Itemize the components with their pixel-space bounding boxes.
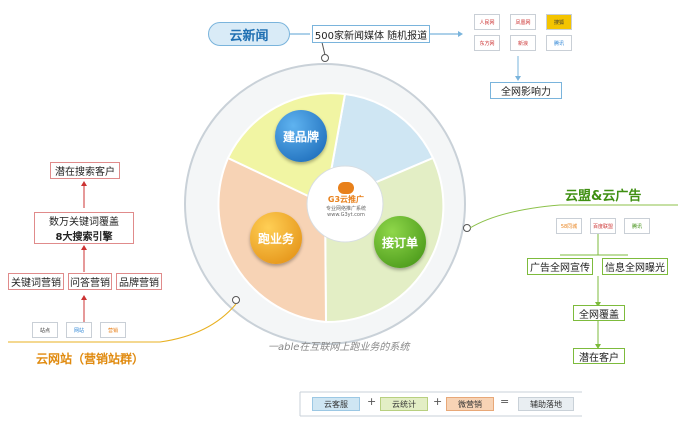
center-logo: G3云推广 专业网络推广系统 www.G3yt.com — [318, 182, 374, 218]
cloud-news-title: 云新闻 — [208, 22, 290, 46]
left-customer-box: 潜在搜索客户 — [50, 162, 120, 179]
slogan: 一able在互联网上跑业务的系统 — [268, 342, 410, 353]
node-right — [463, 224, 471, 232]
media-logo-6: 腾讯 — [546, 35, 572, 51]
site-logo-1: 站点 — [32, 322, 58, 338]
media-logo-5: 新浪 — [510, 35, 536, 51]
site-logo-3: 营销 — [100, 322, 126, 338]
right-customer-box: 潜在客户 — [573, 348, 625, 364]
brand-bubble: 建品牌 — [275, 110, 327, 162]
marketing-qa: 问答营销 — [68, 273, 112, 290]
media-logo-3: 搜狐 — [546, 14, 572, 30]
media-logo-2: 凤凰网 — [510, 14, 536, 30]
legend-op-2: + — [433, 395, 443, 408]
info-box: 信息全网曝光 — [602, 258, 668, 275]
cover-box: 全网覆盖 — [573, 305, 625, 321]
media-logo-4: 东方网 — [474, 35, 500, 51]
legend-micro: 微营销 — [446, 397, 494, 411]
news-media-box: 500家新闻媒体 随机报道 — [312, 25, 430, 43]
site-logo-2: 网站 — [66, 322, 92, 338]
marketing-brand: 品牌营销 — [116, 273, 162, 290]
orders-bubble: 接订单 — [374, 216, 426, 268]
ad-box: 广告全网宣传 — [527, 258, 593, 275]
media-logo-1: 人民网 — [474, 14, 500, 30]
node-top — [321, 54, 329, 62]
keyword-cover-box: 数万关键词覆盖 8大搜索引擎 — [34, 212, 134, 244]
legend-landing: 辅助落地 — [518, 397, 574, 411]
node-left — [232, 296, 240, 304]
cloud-icon — [338, 182, 354, 194]
alliance-logo-3: 腾讯 — [624, 218, 650, 234]
alliance-logo-1: 58同城 — [556, 218, 582, 234]
center-circle — [306, 165, 384, 243]
legend-service: 云客服 — [312, 397, 360, 411]
alliance-logo-2: 百度联盟 — [590, 218, 616, 234]
legend-op-1: + — [367, 395, 377, 408]
legend-op-3: = — [500, 395, 510, 408]
legend-stats: 云统计 — [380, 397, 428, 411]
influence-box: 全网影响力 — [490, 82, 562, 99]
business-bubble: 跑业务 — [250, 212, 302, 264]
cloud-alliance-title: 云盟&云广告 — [565, 189, 642, 204]
marketing-keyword: 关键词营销 — [8, 273, 64, 290]
cloud-website-title: 云网站（营销站群） — [36, 352, 145, 366]
